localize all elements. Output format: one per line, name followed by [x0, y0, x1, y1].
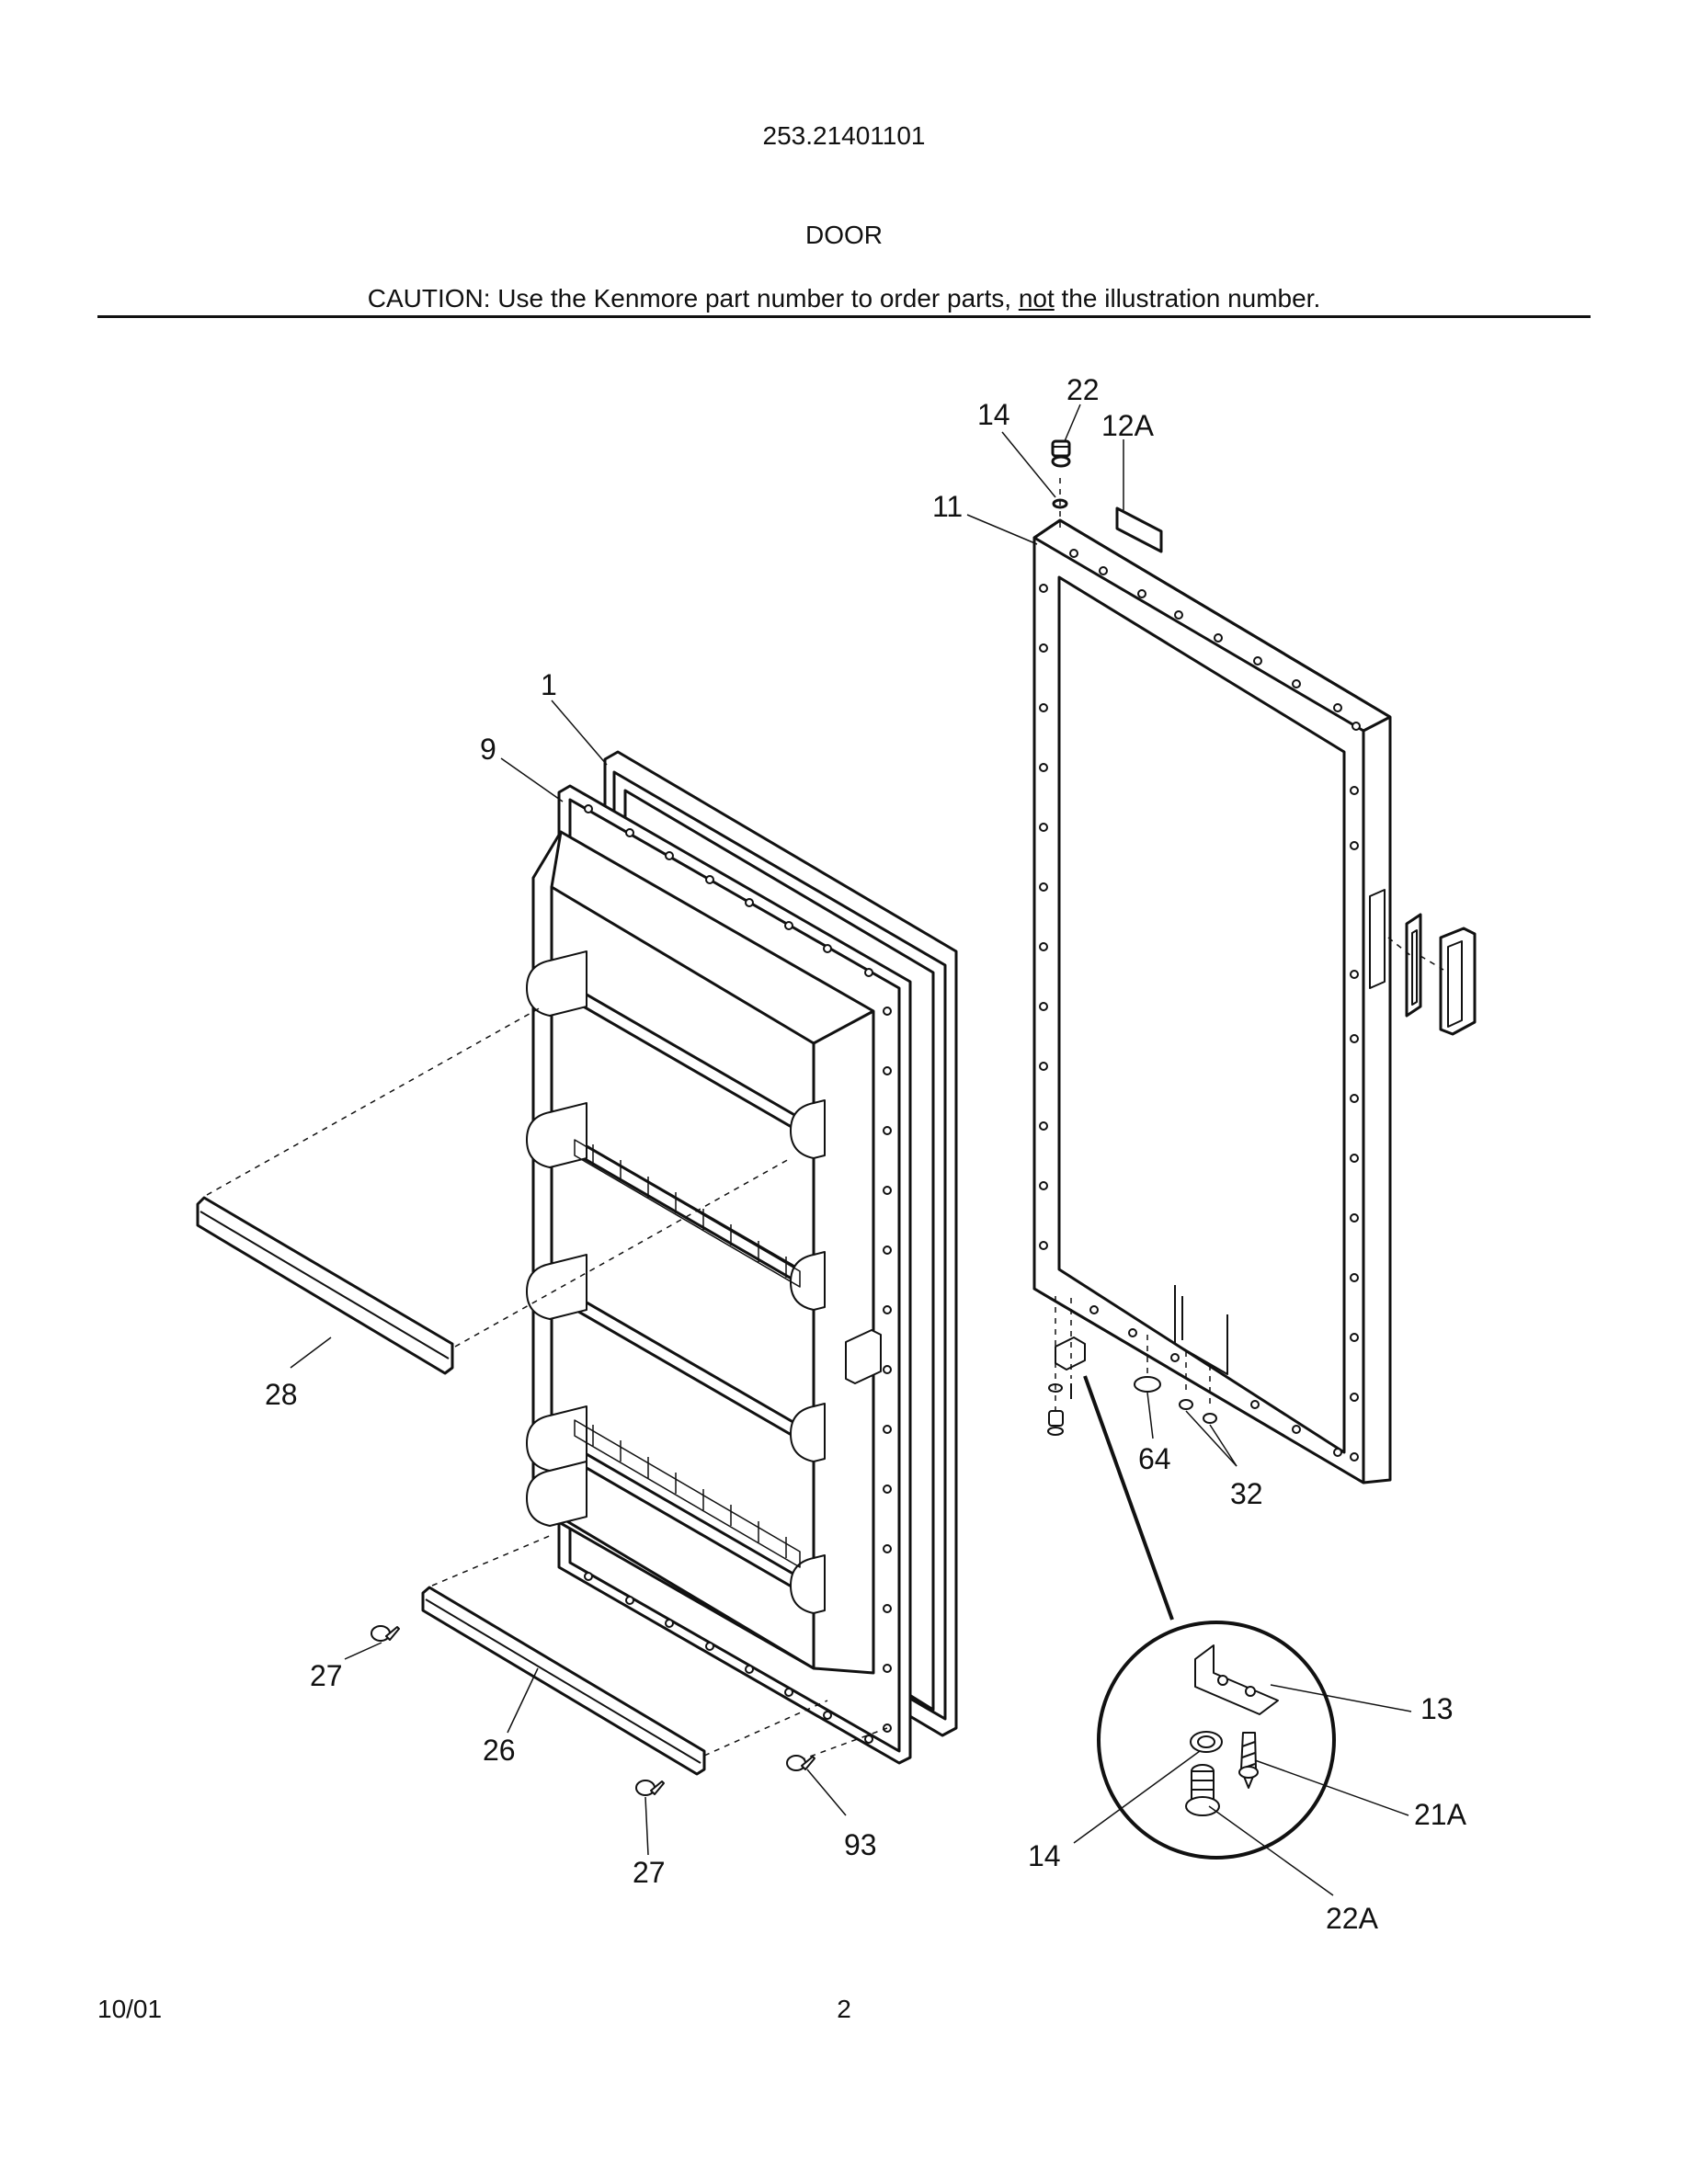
callout-27-bottom: 27: [633, 1856, 666, 1889]
callout-1: 1: [541, 668, 557, 701]
trim-strip-upper: [196, 1196, 454, 1375]
callout-9: 9: [480, 733, 496, 766]
header-rule: [97, 315, 1591, 318]
section-title: DOOR: [805, 221, 883, 249]
fastener-93: [786, 1755, 815, 1771]
caution-note: CAUTION: Use the Kenmore part number to …: [0, 284, 1688, 313]
screw-21a-detail: [1238, 1732, 1259, 1789]
callout-21a: 21A: [1414, 1798, 1467, 1831]
top-bushing: [1051, 439, 1071, 468]
callout-22a: 22A: [1326, 1902, 1379, 1935]
callout-64: 64: [1138, 1442, 1171, 1475]
caution-text-before: CAUTION: Use the Kenmore part number to …: [367, 284, 1019, 313]
fastener-27-bottom: [635, 1780, 665, 1796]
door-liner: [526, 784, 912, 1765]
callout-14-top: 14: [977, 398, 1010, 431]
revision-date: 10/01: [97, 1995, 163, 2023]
callout-28: 28: [265, 1378, 298, 1411]
caution-emphasis: not: [1018, 284, 1055, 313]
caution-text-after: the illustration number.: [1054, 284, 1321, 313]
callout-27-left: 27: [310, 1659, 343, 1692]
fastener-27-left: [371, 1625, 400, 1642]
callout-93: 93: [844, 1828, 877, 1861]
trim-strip-lower: [421, 1586, 706, 1776]
leader-lines: [290, 404, 1412, 1896]
label-decal: [1115, 506, 1163, 553]
plugs-32: [1179, 1399, 1217, 1424]
detail-pointer-line: [1083, 1375, 1174, 1621]
washer-detail: [1190, 1731, 1223, 1753]
model-number: 253.21401101: [762, 121, 926, 150]
callout-22: 22: [1066, 373, 1100, 406]
callout-11: 11: [932, 490, 963, 523]
callout-26: 26: [483, 1734, 516, 1767]
lower-hinge-small: [1047, 1337, 1086, 1436]
callout-14-detail: 14: [1028, 1839, 1061, 1872]
page-number: 2: [837, 1995, 851, 2023]
plug-64: [1134, 1376, 1161, 1393]
outer-door-panel: [1032, 518, 1392, 1484]
callout-12a: 12A: [1101, 409, 1155, 442]
callout-32: 32: [1230, 1477, 1263, 1510]
callout-labels: 1 9 11 12A 14 22 13 21A 14 22A 28 26 27 …: [265, 373, 1467, 1935]
door-handle: [1405, 913, 1477, 1036]
hinge-bracket-detail: [1194, 1644, 1279, 1715]
callout-13: 13: [1420, 1692, 1454, 1725]
bushing-22a-detail: [1185, 1764, 1220, 1816]
